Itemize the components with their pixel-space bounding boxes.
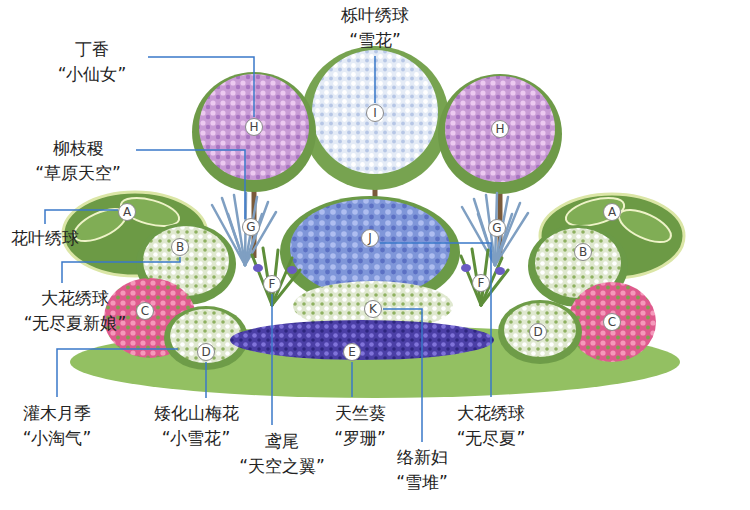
- dwarf-mock-orange: [170, 309, 242, 363]
- callout-letter: D: [201, 346, 210, 358]
- callout-circle: A: [603, 203, 621, 221]
- leader-lines: [45, 56, 491, 442]
- leader-line: [136, 150, 245, 219]
- lilac-tree: [445, 76, 555, 182]
- plant-label: 大花绣球 “无尽夏”: [457, 401, 526, 450]
- plant-label: 栎叶绣球 “雪花”: [341, 3, 409, 52]
- callout-letter: K: [369, 303, 377, 315]
- plant-label: 灌木月季 “小淘气”: [23, 401, 92, 450]
- callout-letter: D: [533, 326, 542, 338]
- callout-circle: G: [488, 219, 506, 237]
- dwarf-mock-orange: [164, 300, 582, 370]
- callout-letter: J: [368, 232, 372, 244]
- callout-circle: D: [197, 343, 215, 361]
- callout-circle: F: [263, 275, 281, 293]
- callout-circle: F: [472, 274, 490, 292]
- leader-line: [374, 56, 376, 103]
- iris: [461, 264, 471, 272]
- plant-label: 矮化山梅花 “小雪花”: [154, 401, 239, 450]
- leader-line: [383, 309, 422, 442]
- callout-circle: A: [118, 203, 136, 221]
- lilac-tree: [438, 74, 562, 194]
- callout-letter: G: [246, 221, 255, 233]
- leader-line: [57, 349, 178, 397]
- callout-letter: A: [123, 206, 131, 218]
- plant-label: 鸢尾 “天空之翼”: [239, 429, 325, 478]
- leader-line: [148, 57, 254, 117]
- iris: [495, 267, 505, 275]
- callout-circle: B: [171, 238, 189, 256]
- callout-letter: F: [478, 277, 485, 289]
- callout-letter: F: [269, 278, 276, 290]
- leader-line: [271, 294, 273, 425]
- callout-circle: E: [343, 343, 361, 361]
- geranium: [230, 320, 494, 360]
- leader-line: [380, 243, 491, 397]
- callout-letter: G: [492, 222, 501, 234]
- dwarf-mock-orange: [498, 300, 582, 364]
- callout-circle: H: [491, 120, 509, 138]
- callout-circle: K: [364, 300, 382, 318]
- callout-circle: C: [603, 313, 621, 331]
- callout-circle: C: [136, 302, 154, 320]
- oakleaf-hydrangea-tree: [312, 50, 438, 174]
- iris: [287, 266, 297, 274]
- callout-letter: H: [495, 123, 504, 135]
- plant-label: 丁香 “小仙女”: [58, 37, 127, 86]
- iris: [253, 264, 263, 272]
- callout-letter: C: [608, 316, 616, 328]
- leader-line: [205, 362, 207, 398]
- callout-letter: C: [141, 305, 149, 317]
- callout-letter: H: [249, 121, 258, 133]
- callout-letter: B: [579, 246, 587, 258]
- plant-label: 大花绣球 “无尽夏新娘”: [24, 286, 127, 335]
- plant-label: 络新妇 “雪堆”: [396, 445, 448, 494]
- geranium: [230, 320, 494, 360]
- leader-line: [62, 257, 180, 283]
- callout-circle: H: [245, 118, 263, 136]
- callout-circle: J: [361, 229, 379, 247]
- plant-label: 花叶绣球: [11, 226, 79, 251]
- leader-line: [351, 362, 353, 397]
- callout-letter: I: [373, 107, 377, 119]
- leader-line: [45, 210, 118, 224]
- oakleaf-hydrangea-tree: [301, 46, 449, 190]
- callout-circle: I: [366, 104, 384, 122]
- plant-label: 柳枝稷 “草原天空”: [35, 136, 121, 185]
- dwarf-mock-orange: [504, 303, 576, 357]
- shrub-rose: [568, 282, 656, 362]
- callout-letter: A: [608, 206, 616, 218]
- callout-circle: G: [242, 218, 260, 236]
- callout-circle: D: [529, 323, 547, 341]
- callout-circle: B: [574, 243, 592, 261]
- callout-letter: E: [348, 346, 356, 358]
- plant-label: 天竺葵 “罗珊”: [334, 401, 386, 450]
- callout-letter: B: [176, 241, 184, 253]
